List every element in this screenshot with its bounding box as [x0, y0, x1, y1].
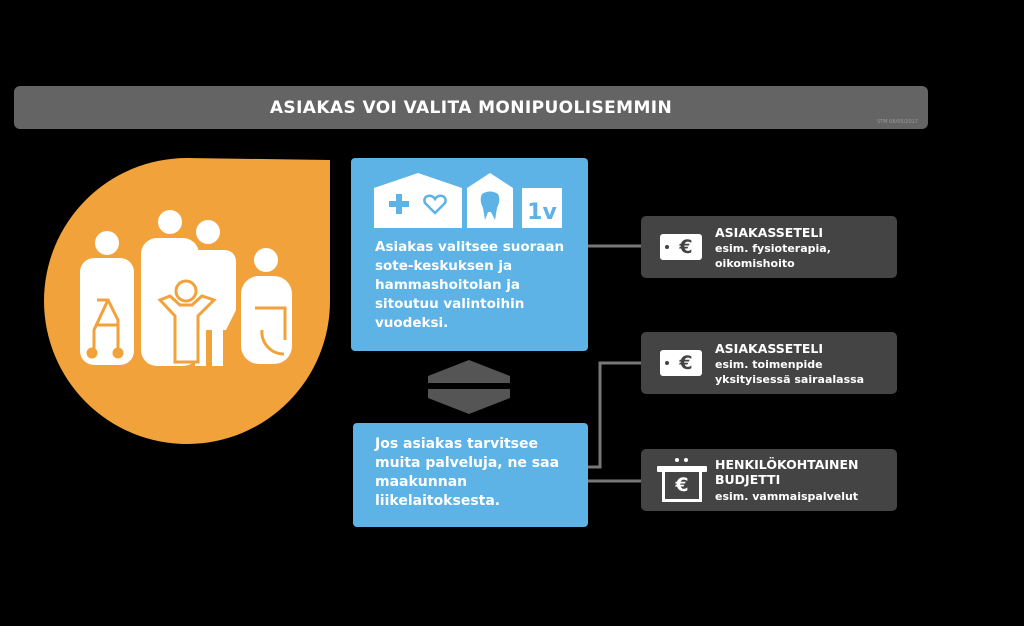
badge-label: 1v [527, 200, 557, 225]
voucher-euro-icon: € [660, 350, 702, 376]
direct-choice-text: Asiakas valitsee suoraan sote-keskuksen … [375, 239, 565, 331]
option-heading: HENKILÖKOHTAINEN BUDJETTI [715, 457, 859, 487]
connector-lines [588, 244, 641, 483]
other-services-text: Jos asiakas tarvitsee muita palveluja, n… [375, 436, 560, 509]
service-icons-row: 1v [374, 173, 562, 228]
voucher-euro-icon: € [660, 234, 702, 260]
wallet-euro-icon: € [657, 458, 707, 502]
date-stamp: STM 08/05/2017 [877, 119, 918, 125]
family-icon [80, 210, 292, 366]
option-description: esim. toimenpide yksityisessä sairaalass… [715, 358, 865, 386]
option-description: esim. fysioterapia, oikomishoito [715, 242, 831, 270]
option-voucher-1: € ASIAKASSETELI esim. fysioterapia, oiko… [641, 216, 897, 278]
dental-clinic-icon [467, 173, 513, 228]
one-year-badge-icon: 1v [522, 188, 562, 228]
other-services-box: Jos asiakas tarvitsee muita palveluja, n… [353, 423, 588, 527]
direct-choice-box: 1v Asiakas valitsee suoraan sote-keskuks… [351, 158, 588, 351]
option-personal-budget: € HENKILÖKOHTAINEN BUDJETTI esim. vammai… [641, 449, 897, 511]
option-heading: ASIAKASSETELI [715, 225, 824, 240]
option-heading: ASIAKASSETELI [715, 341, 824, 356]
option-voucher-2: € ASIAKASSETELI esim. toimenpide yksityi… [641, 332, 897, 394]
option-description: esim. vammaispalvelut [715, 490, 859, 503]
title-bar: ASIAKAS VOI VALITA MONIPUOLISEMMIN STM 0… [14, 86, 928, 129]
page-title: ASIAKAS VOI VALITA MONIPUOLISEMMIN [269, 97, 673, 118]
health-center-icon [374, 173, 462, 228]
